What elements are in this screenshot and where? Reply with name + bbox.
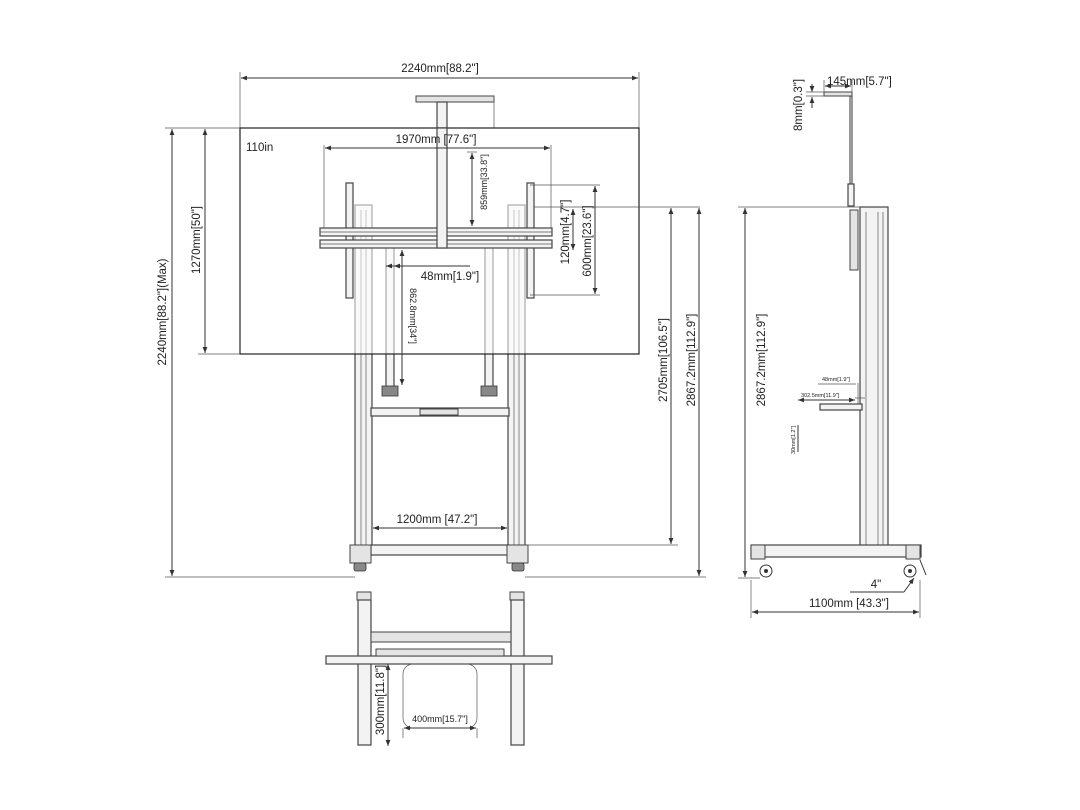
side-height-label: 2867.2mm[112.9"] xyxy=(756,314,768,407)
screen-height-label: 1270mm[50"] xyxy=(191,206,203,274)
top-view: 300mm[11.8"] 400mm[15.7"] xyxy=(325,591,553,746)
bracket-offset-label: 120mm[4.7"] xyxy=(560,200,572,265)
wheel-label: 4" xyxy=(871,579,881,591)
base-depth-label: 1100mm [43.3"] xyxy=(809,598,889,610)
top-width-label: 400mm[15.7"] xyxy=(412,714,468,724)
arm-length-label: 862.8mm[34"] xyxy=(408,288,418,344)
overall-width-label: 2240mm[88.2"] xyxy=(401,63,479,75)
screen-size-label: 110in xyxy=(246,142,273,154)
column-spacing-label: 1200mm [47.2"] xyxy=(397,514,478,526)
height-b-label: 2867.2mm[112.9"] xyxy=(686,314,698,407)
arm-width-label: 48mm[1.9"] xyxy=(421,271,479,283)
thickness-label: 8mm[0.3"] xyxy=(793,79,805,131)
bracket-span-label: 600mm[23.6"] xyxy=(582,205,594,276)
depth-top-label: 145mm[5.7"] xyxy=(827,76,892,88)
small-c-label: 30mm[1.2"] xyxy=(791,426,797,454)
small-a-label: 48mm[1.9"] xyxy=(822,377,850,383)
overall-height-label: 2240mm[88.2"](Max) xyxy=(157,258,169,365)
interface-width-label: 1970mm [77.6"] xyxy=(396,134,477,146)
front-view: 2240mm[88.2"] xyxy=(157,63,706,578)
bracket-height-label: 859mm[33.8"] xyxy=(479,154,489,210)
top-offset-label: 300mm[11.8"] xyxy=(375,665,387,735)
small-b-label: 302.5mm[11.9"] xyxy=(801,393,840,399)
height-a-label: 2705mm[106.5"] xyxy=(658,318,670,402)
side-view: 145mm[5.7"] 8mm[0.3"] 48mm[1.9"] 302.5mm… xyxy=(738,76,927,618)
